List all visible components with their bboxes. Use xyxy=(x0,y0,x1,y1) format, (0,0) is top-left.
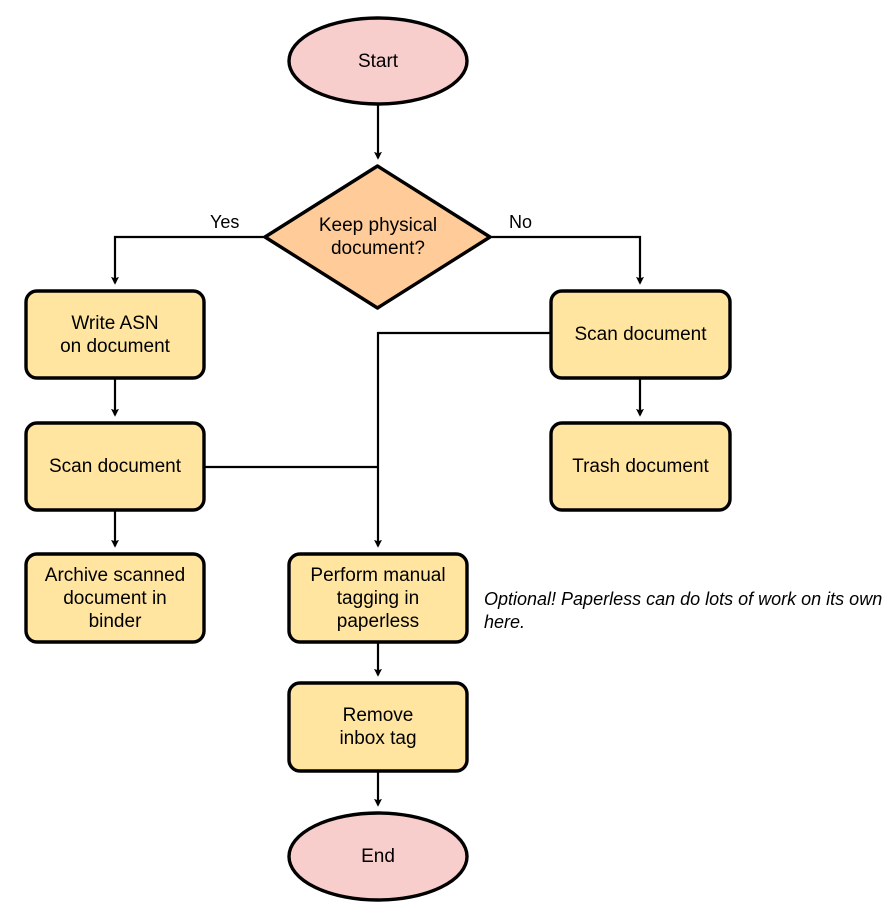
node-remove-inbox-tag-shape[interactable] xyxy=(287,681,469,773)
node-start-shape[interactable] xyxy=(287,16,469,106)
node-perform-manual-tagging-in-paperless-shape[interactable] xyxy=(287,552,469,644)
node-keep-physical-document-shape[interactable] xyxy=(263,164,492,310)
edge-decision-no xyxy=(490,235,644,285)
edge-label-no: No xyxy=(509,212,533,232)
edge-scan-right-to-tagging xyxy=(374,331,551,548)
node-scan-document-right-shape[interactable] xyxy=(549,289,732,380)
optional-note-text: Optional! Paperless can do lots of work … xyxy=(484,589,883,632)
node-end-shape[interactable] xyxy=(287,811,469,902)
node-archive-scanned-document-in-binder-shape[interactable] xyxy=(24,552,206,644)
node-scan-document-left-shape[interactable] xyxy=(24,421,206,512)
edge-label-yes: Yes xyxy=(210,212,240,232)
node-trash-document-shape[interactable] xyxy=(549,421,732,512)
node-write-asn-on-document-shape[interactable] xyxy=(24,289,206,380)
edge-decision-yes xyxy=(111,235,265,285)
